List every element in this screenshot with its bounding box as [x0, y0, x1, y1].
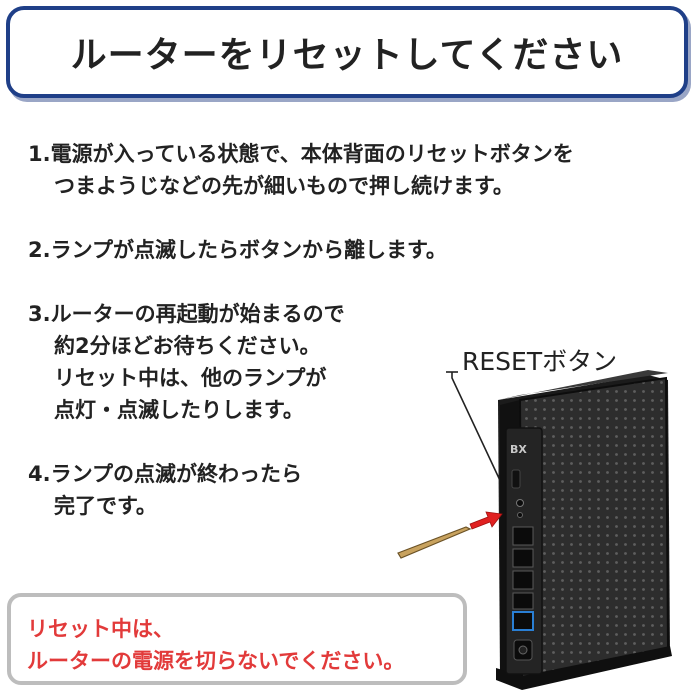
step-1: 1.電源が入っている状態で、本体背面のリセットボタンを つまようじなどの先が細い… — [28, 138, 648, 202]
step-line: 2.ランプが点滅したらボタンから離します。 — [28, 238, 447, 262]
page-title: ルーターをリセットしてください — [70, 35, 624, 76]
instruction-steps: 1.電源が入っている状態で、本体背面のリセットボタンを つまようじなどの先が細い… — [28, 138, 648, 554]
warning-box: リセット中は、 ルーターの電源を切らないでください。 — [7, 593, 467, 685]
step-line: 完了です。 — [54, 494, 157, 518]
step-3: 3.ルーターの再起動が始まるので 約2分ほどお待ちください。 リセット中は、他の… — [28, 298, 648, 426]
router-device: BX — [496, 370, 672, 690]
reset-button-icon — [516, 499, 524, 507]
step-line: リセット中は、他のランプが — [54, 366, 327, 390]
toothpick-icon — [397, 526, 472, 559]
step-line: 3.ルーターの再起動が始まるので — [28, 302, 345, 326]
step-line: つまようじなどの先が細いもので押し続けます。 — [54, 174, 514, 198]
step-4: 4.ランプの点滅が終わったら 完了です。 — [28, 458, 648, 522]
step-line: 約2分ほどお待ちください。 — [54, 334, 321, 358]
step-line: 4.ランプの点滅が終わったら — [28, 462, 302, 486]
step-line: 1.電源が入っている状態で、本体背面のリセットボタンを — [28, 142, 574, 166]
title-banner: ルーターをリセットしてください — [6, 6, 688, 98]
reset-button-label: RESETボタン — [462, 347, 618, 376]
router-logo: BX — [510, 443, 527, 456]
arrow-pointer-icon — [469, 511, 503, 530]
callout-line — [451, 372, 513, 507]
warning-line: ルーターの電源を切らないでください。 — [27, 649, 405, 673]
warning-line: リセット中は、 — [27, 617, 174, 641]
step-line: 点灯・点滅したりします。 — [54, 398, 304, 422]
step-2: 2.ランプが点滅したらボタンから離します。 — [28, 234, 648, 266]
